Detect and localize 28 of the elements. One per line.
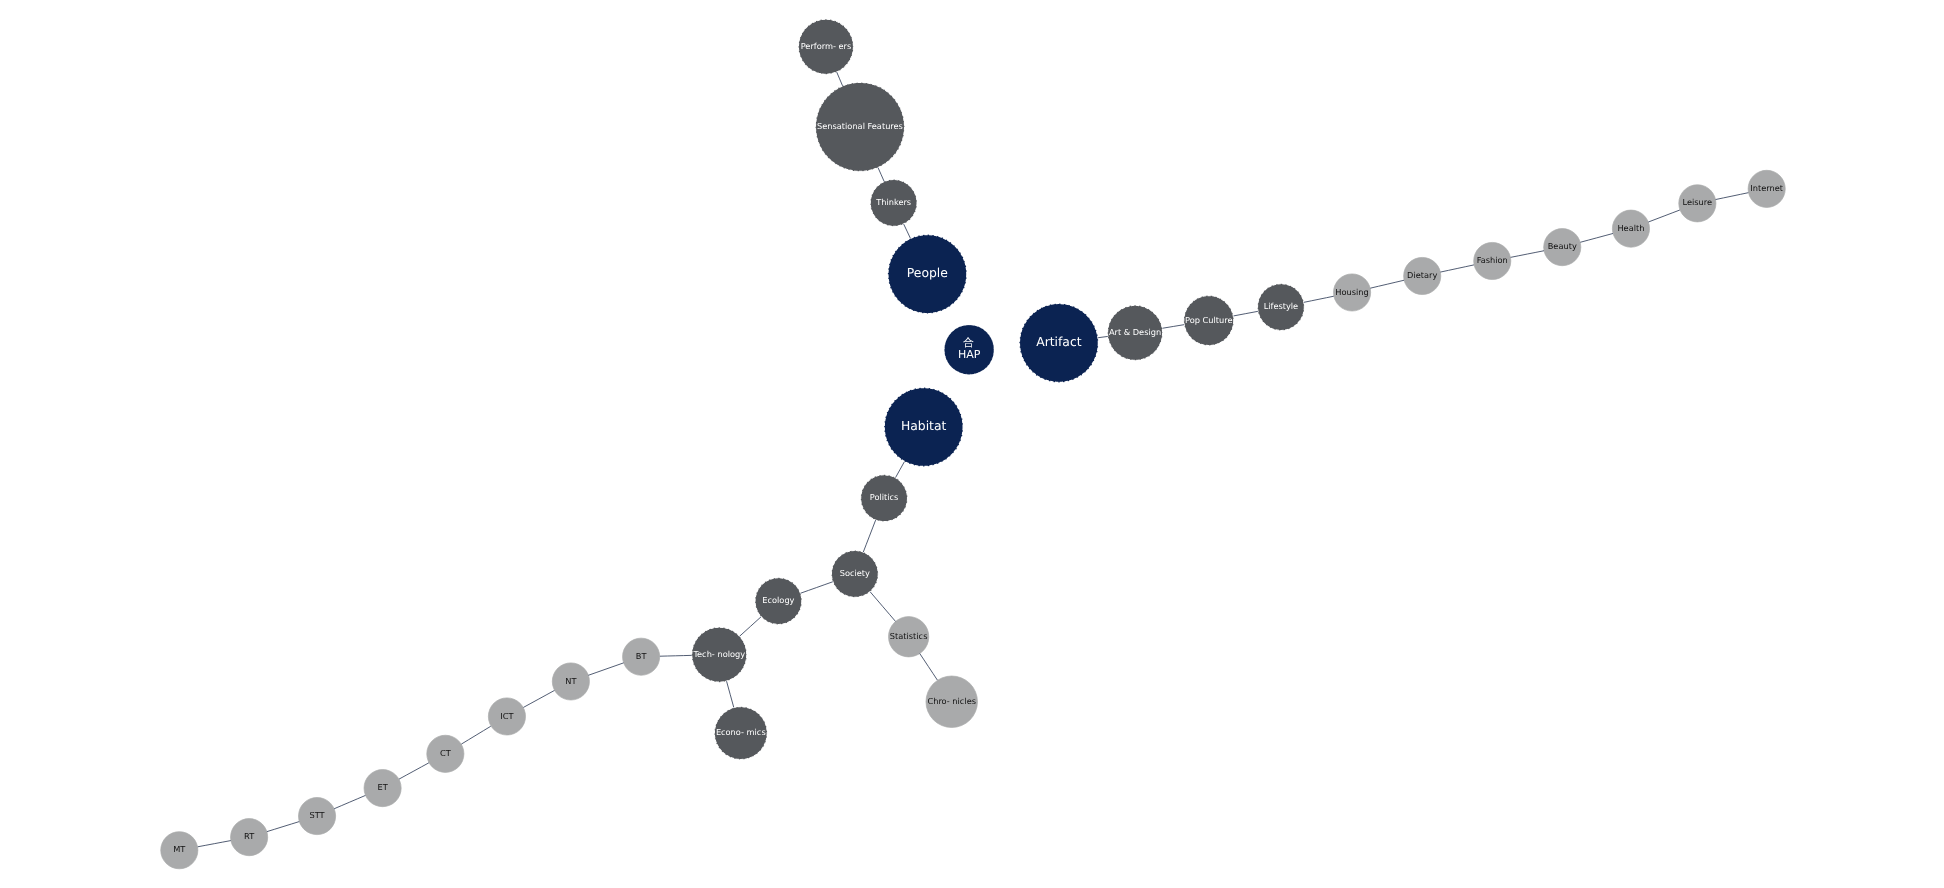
connector [1232,310,1258,317]
connector [894,461,904,479]
connector [1578,233,1613,243]
connector [725,680,734,708]
connector [196,840,231,848]
connector [1096,336,1108,339]
connector [1509,250,1544,258]
connector [1714,192,1748,200]
connector [460,725,491,745]
connector [738,616,761,637]
connector [1439,264,1474,273]
connector [861,519,876,553]
connector [1647,209,1680,223]
connector [522,690,554,708]
connector [332,795,365,810]
connector [1161,324,1184,329]
connector [799,581,833,594]
connector [876,167,884,182]
connector [397,762,429,780]
connector [902,223,910,239]
connector [868,591,895,622]
connector [265,821,299,833]
connector [918,653,937,681]
connector [835,71,842,87]
connector [1302,295,1334,303]
connector [658,654,692,657]
connector [587,662,623,676]
connector [1368,279,1404,289]
